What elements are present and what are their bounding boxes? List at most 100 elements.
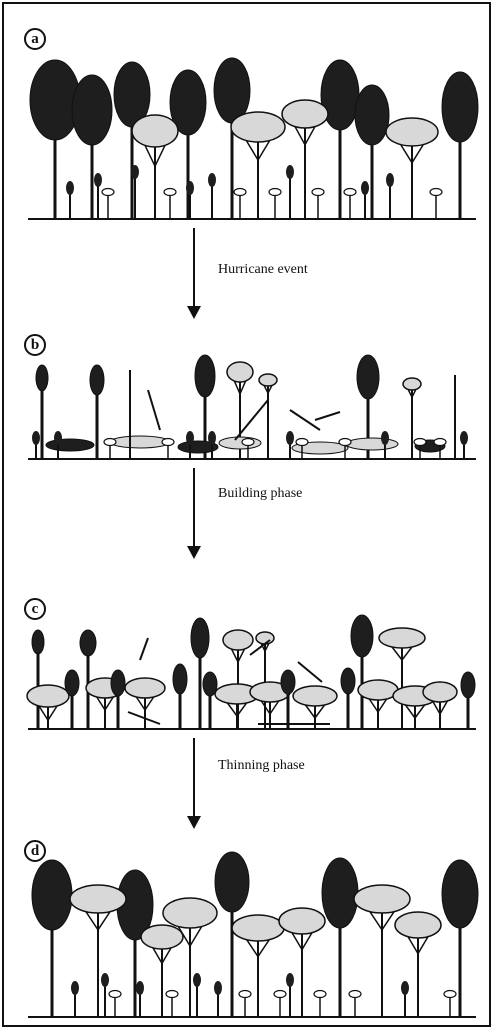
light-seedling [430,189,442,196]
dark-crown-tree [351,615,373,657]
dark-sapling [460,431,468,445]
light-crown-tree [227,362,253,382]
ground-line-c [28,728,476,730]
dark-crown-tree [191,618,209,658]
light-seedling [296,439,308,446]
light-crown-tree [395,912,441,938]
light-seedling [269,189,281,196]
dark-sapling [286,165,294,179]
light-seedling [349,991,361,998]
dark-crown-tree [32,630,44,654]
dark-sapling [136,981,144,995]
fallen-debris [46,439,94,451]
dark-crown-tree [442,860,478,928]
light-seedling [444,991,456,998]
transition-label-3: Thinning phase [218,758,305,774]
panel-d-illustration [0,830,495,1020]
light-crown-tree [282,100,328,128]
light-seedling [239,991,251,998]
light-seedling [102,189,114,196]
dark-crown-tree [111,670,125,696]
panel-c-illustration [0,590,495,735]
transition-label-1: Hurricane event [218,262,308,278]
light-seedling [434,439,446,446]
fallen-debris [219,437,261,449]
light-crown-tree [423,682,457,702]
dark-crown-tree [357,355,379,399]
dark-sapling [66,181,74,195]
broken-stem [140,638,148,660]
light-seedling [314,991,326,998]
dark-sapling [71,981,79,995]
light-crown-tree [358,680,398,700]
arrow-shaft-1 [193,228,195,308]
dark-sapling [401,981,409,995]
fallen-debris [346,438,398,450]
panel-b-illustration [0,330,495,465]
light-seedling [162,439,174,446]
transition-label-2: Building phase [218,486,302,502]
light-crown-tree [232,915,284,941]
dark-crown-tree [65,670,79,696]
ground-line-a [28,218,476,220]
dark-crown-tree [341,668,355,694]
light-seedling [344,189,356,196]
light-crown-tree [231,112,285,142]
dark-crown-tree [215,852,249,912]
light-seedling [234,189,246,196]
dark-sapling [94,173,102,187]
dark-sapling [186,181,194,195]
broken-stem [315,412,340,420]
dark-sapling [286,431,294,445]
dark-crown-tree [72,75,112,145]
light-seedling [166,991,178,998]
arrow-shaft-3 [193,738,195,818]
light-crown-tree [132,115,178,147]
light-seedling [242,439,254,446]
arrow-shaft-2 [193,468,195,548]
dark-crown-tree [442,72,478,142]
light-crown-tree [163,898,217,928]
dark-sapling [131,165,139,179]
dark-crown-tree [90,365,104,395]
dark-crown-tree [461,672,475,698]
light-crown-tree [125,678,165,698]
dark-sapling [214,981,222,995]
light-crown-tree [70,885,126,913]
dark-crown-tree [32,860,72,930]
dark-sapling [361,181,369,195]
arrow-down-icon [187,816,201,829]
fallen-debris [110,436,170,448]
light-crown-tree [354,885,410,913]
dark-crown-tree [203,672,217,696]
ground-line-d [28,1016,476,1018]
dark-sapling [54,431,62,445]
light-crown-tree [403,378,421,390]
dark-crown-tree [322,858,358,928]
broken-stem [298,662,322,682]
light-crown-tree [293,686,337,706]
light-seedling [104,439,116,446]
dark-sapling [208,173,216,187]
light-seedling [274,991,286,998]
arrow-down-icon [187,546,201,559]
light-crown-tree [141,925,183,949]
dark-sapling [186,431,194,445]
dark-sapling [32,431,40,445]
dark-crown-tree [80,630,96,656]
light-seedling [312,189,324,196]
ground-line-b [28,458,476,460]
light-crown-tree [379,628,425,648]
broken-stem [148,390,160,430]
light-seedling [414,439,426,446]
dark-crown-tree [173,664,187,694]
light-crown-tree [259,374,277,386]
dark-sapling [208,431,216,445]
light-crown-tree [279,908,325,934]
dark-crown-tree [36,365,48,391]
light-seedling [109,991,121,998]
light-crown-tree [386,118,438,146]
light-crown-tree [256,632,274,644]
dark-sapling [381,431,389,445]
light-crown-tree [27,685,69,707]
